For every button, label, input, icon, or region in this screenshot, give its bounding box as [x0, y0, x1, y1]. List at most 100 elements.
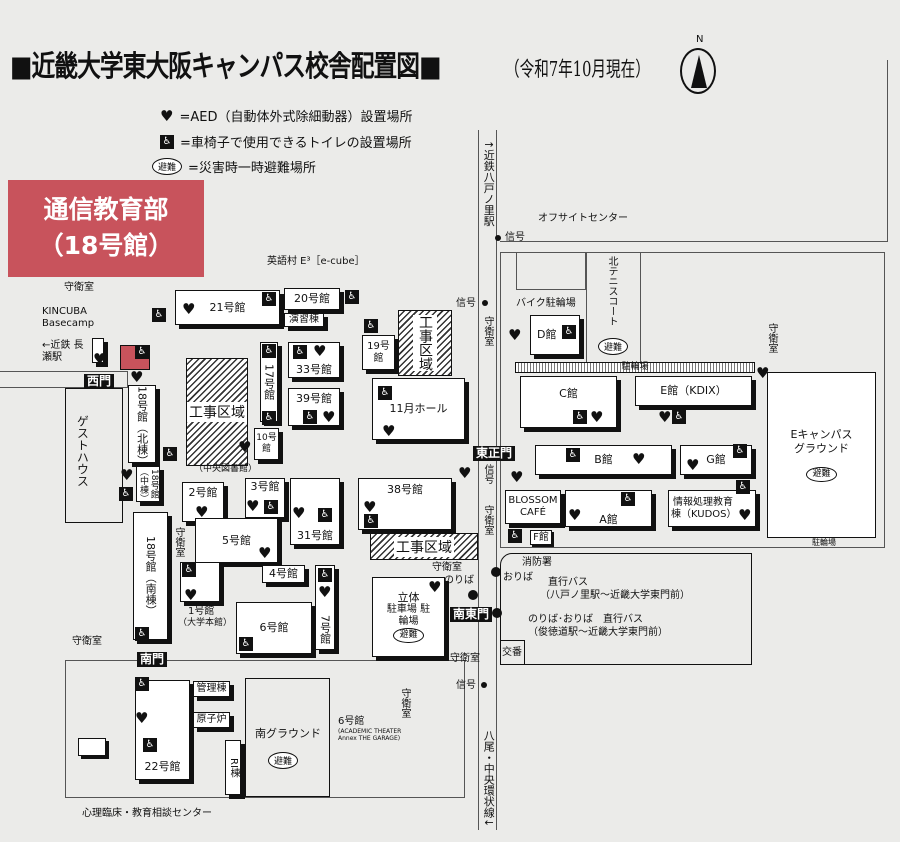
bicycle-parking: 駐輪場 — [515, 362, 755, 373]
building-e[interactable]: E館（KDIX） — [635, 376, 752, 406]
aed-icon: ♥ — [756, 364, 770, 382]
enshu-building[interactable]: 演習棟 — [284, 313, 324, 327]
evacuation-icon: 避難 — [268, 752, 299, 769]
wheelchair-toilet-icon: ♿ — [135, 345, 149, 359]
building-6-note2: (ACADEMIC THEATER Annex THE GARAGE) — [338, 728, 402, 743]
wheelchair-toilet-icon: ♿ — [364, 319, 378, 333]
building-a[interactable]: A館 — [565, 490, 652, 527]
south-gate[interactable]: 南門 — [137, 652, 168, 667]
guard-label: 守衛室 — [72, 636, 102, 647]
bus1-label: 直行バス — [548, 577, 588, 588]
signal-label: 信号 — [482, 464, 493, 484]
aed-icon: ♥ — [182, 300, 196, 318]
reactor-building[interactable]: 原子炉 — [193, 712, 230, 728]
signal-label: 信号 — [456, 298, 476, 309]
building-4[interactable]: 4号館 — [262, 565, 305, 583]
wheelchair-toilet-icon: ♿ — [733, 444, 747, 458]
wheelchair-toilet-icon: ♿ — [318, 508, 332, 522]
bus-stop-icon[interactable] — [468, 590, 478, 600]
noriba-label: のりば — [444, 575, 474, 586]
building-f[interactable]: F館 — [530, 530, 552, 545]
wheelchair-toilet-icon: ♿ — [163, 447, 177, 461]
building-17[interactable]: 17号館 — [260, 342, 278, 422]
guard-label: 守衛室 — [399, 688, 410, 718]
offsite-center[interactable] — [516, 252, 586, 290]
aed-icon: ♥ — [322, 408, 336, 426]
building-c[interactable]: C館 — [520, 376, 617, 428]
construction-zone: 工事区域 — [398, 310, 452, 376]
building-10[interactable]: 10号館 — [254, 428, 279, 460]
legend-wc: ♿ =車椅子で使用できるトイレの設置場所 — [160, 132, 412, 151]
kincuba-building[interactable] — [92, 338, 104, 363]
guard-label: 守衛室 — [432, 562, 462, 573]
aed-icon: ♥ — [246, 497, 260, 515]
offsite-center-label: オフサイトセンター — [538, 213, 628, 224]
construction-zone: 工事区域 — [370, 533, 478, 560]
e-campus-ground[interactable]: Eキャンパス グラウンド 避難 — [767, 372, 876, 538]
north-block — [500, 60, 888, 242]
bus-stop-icon[interactable] — [492, 608, 502, 618]
building-6-note: 6号館 — [338, 716, 365, 727]
aed-icon: ♥ — [135, 709, 149, 727]
wheelchair-toilet-icon: ♿ — [152, 308, 166, 322]
bus-stop-icon[interactable] — [491, 567, 501, 577]
parking-label-2: 駐車場 駐輪場 — [386, 604, 431, 628]
wheelchair-toilet-icon: ♿ — [262, 411, 276, 425]
e-ground-label: Eキャンパス グラウンド — [790, 428, 853, 455]
kincuba-label[interactable]: KINCUBA Basecamp — [42, 306, 95, 329]
building-18-north[interactable]: 18号館（北棟） — [128, 385, 156, 466]
aed-icon: ♥ — [458, 464, 472, 482]
building-18-south[interactable]: 18号館（南棟） — [133, 512, 168, 640]
wheelchair-toilet-icon: ♿ — [135, 627, 149, 641]
wheelchair-toilet-icon: ♿ — [160, 134, 174, 149]
shinri-building[interactable] — [78, 738, 106, 756]
aed-icon: ♥ — [130, 368, 144, 386]
building-22[interactable]: 22号館 — [135, 680, 190, 780]
blossom-cafe[interactable]: BLOSSOM CAFÉ — [505, 490, 561, 524]
wheelchair-toilet-icon: ♿ — [364, 514, 378, 528]
building-19[interactable]: 19号館 — [362, 335, 395, 370]
south-east-gate[interactable]: 南東門 — [450, 607, 493, 622]
aed-icon: ♥ — [93, 350, 107, 368]
legend-text: =災害時一時避難場所 — [188, 161, 316, 176]
fire-station-label: 消防署 — [522, 557, 552, 568]
legend-aed: ♥=AED（自動体外式除細動器）設置場所 — [160, 106, 412, 125]
guard-label: 守衛室 — [766, 323, 777, 353]
tennis-court-label: 北テニスコート — [606, 256, 617, 326]
guard-label: 守衛室 — [482, 505, 493, 535]
legend-text: =AED（自動体外式除細動器）設置場所 — [179, 110, 413, 125]
aed-icon: ♥ — [318, 583, 332, 601]
building-7[interactable]: 7号館 — [315, 565, 335, 650]
bike-parking-label: バイク駐輪場 — [516, 298, 576, 309]
aed-icon: ♥ — [508, 326, 522, 344]
building-b[interactable]: B館 — [535, 445, 672, 475]
signal-label: 信号 — [456, 680, 476, 691]
oriba-label: おりば — [503, 572, 533, 583]
road-south-label: 八尾・中央環状線↓ — [482, 730, 496, 828]
south-ground[interactable] — [245, 678, 330, 797]
callout-line2: （18号館） — [38, 231, 174, 260]
building-5[interactable]: 5号館 — [195, 518, 278, 563]
wheelchair-toilet-icon: ♿ — [566, 448, 580, 462]
ri-building[interactable]: RI棟 — [225, 740, 241, 795]
wheelchair-toilet-icon: ♿ — [345, 290, 359, 304]
police-box[interactable] — [500, 640, 525, 665]
west-gate[interactable]: 西門 — [84, 374, 115, 389]
building-18-middle[interactable]: 18号館（中棟） — [136, 466, 160, 503]
building-2[interactable]: 2号館 — [182, 482, 224, 522]
bicycle-parking-label: 駐輪場 — [812, 538, 836, 547]
legend-text: =車椅子で使用できるトイレの設置場所 — [180, 136, 412, 151]
north-tennis-court[interactable] — [586, 252, 641, 362]
bus2-route: （俊徳道駅〜近畿大学東門前） — [528, 627, 668, 638]
correspondence-education-callout[interactable]: 通信教育部 （18号館） — [8, 180, 204, 277]
parking-structure[interactable]: 立体 駐車場 駐輪場 避難 — [372, 577, 445, 657]
east-main-gate[interactable]: 東正門 — [473, 446, 516, 461]
building-20[interactable]: 20号館 — [284, 288, 340, 310]
kudos-building[interactable]: 情報処理教育棟（KUDOS） — [668, 490, 756, 527]
aed-icon: ♥ — [738, 506, 752, 524]
compass-icon — [680, 48, 716, 94]
kanri-building[interactable]: 管理棟 — [193, 681, 230, 697]
aed-icon: ♥ — [382, 422, 396, 440]
english-village-label[interactable]: 英語村 E³［e-cube］ — [267, 256, 365, 267]
aed-icon: ♥ — [292, 504, 306, 522]
